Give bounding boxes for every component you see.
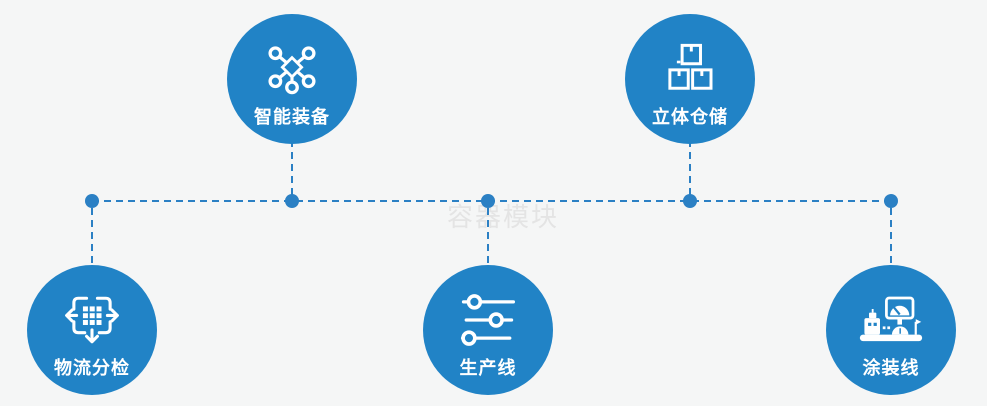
- node-production-line: 生产线: [423, 265, 553, 395]
- node-label: 立体仓储: [652, 107, 728, 127]
- connector-logistics-sorting: [91, 208, 93, 266]
- connector-painting-line: [890, 208, 892, 266]
- connector-smart-equipment: [291, 140, 293, 196]
- sorting-arrows-icon: [63, 291, 121, 349]
- network-nodes-icon: [264, 40, 320, 98]
- watermark-text: 容器模块: [447, 202, 560, 232]
- node-label: 涂装线: [862, 358, 920, 378]
- node-label: 物流分检: [54, 358, 130, 378]
- junction-dot: [683, 194, 697, 208]
- junction-dot: [481, 194, 495, 208]
- junction-dot: [85, 194, 99, 208]
- connector-warehouse: [689, 140, 691, 196]
- node-label: 智能装备: [254, 107, 330, 127]
- node-painting-line: 涂装线: [826, 265, 956, 395]
- junction-dot: [285, 194, 299, 208]
- sliders-icon: [459, 291, 517, 349]
- node-warehouse: 立体仓储: [625, 14, 755, 144]
- connector-production-line: [487, 208, 489, 266]
- stacked-boxes-icon: [662, 40, 718, 98]
- machine-icon: [858, 291, 924, 349]
- node-smart-equipment: 智能装备: [227, 14, 357, 144]
- junction-dot: [884, 194, 898, 208]
- node-label: 生产线: [459, 358, 517, 378]
- node-logistics-sorting: 物流分检: [27, 265, 157, 395]
